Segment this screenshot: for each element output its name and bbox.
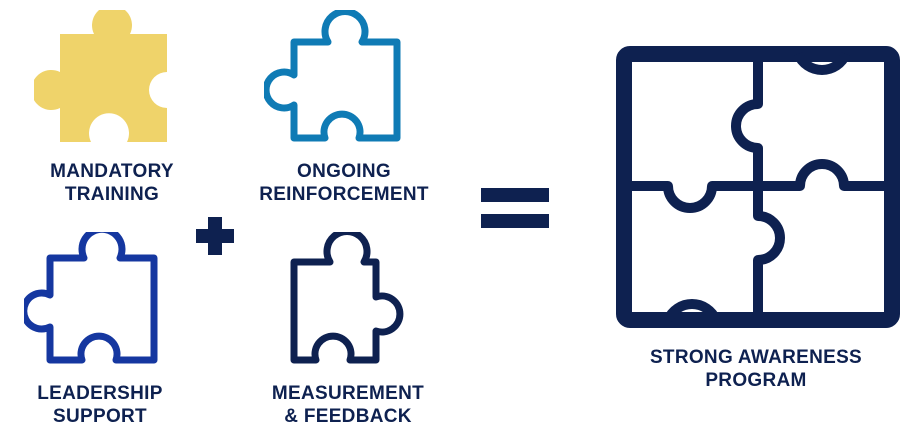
puzzle-piece-mandatory-icon: [34, 10, 167, 142]
equals-icon: [481, 188, 549, 228]
assembled-puzzle-icon: [616, 46, 900, 328]
plus-icon: [196, 217, 234, 255]
puzzle-piece-leadership-icon: [24, 232, 158, 364]
puzzle-piece-ongoing-icon: [264, 10, 401, 142]
label-ongoing-reinforcement: ONGOING REINFORCEMENT: [259, 161, 429, 205]
label-measurement-feedback: MEASUREMENT & FEEDBACK: [271, 383, 425, 427]
label-mandatory-training: MANDATORY TRAINING: [50, 161, 174, 205]
label-strong-awareness-program: STRONG AWARENESS PROGRAM: [649, 347, 863, 391]
puzzle-piece-measurement-icon: [290, 232, 404, 364]
label-leadership-support: LEADERSHIP SUPPORT: [37, 383, 163, 427]
